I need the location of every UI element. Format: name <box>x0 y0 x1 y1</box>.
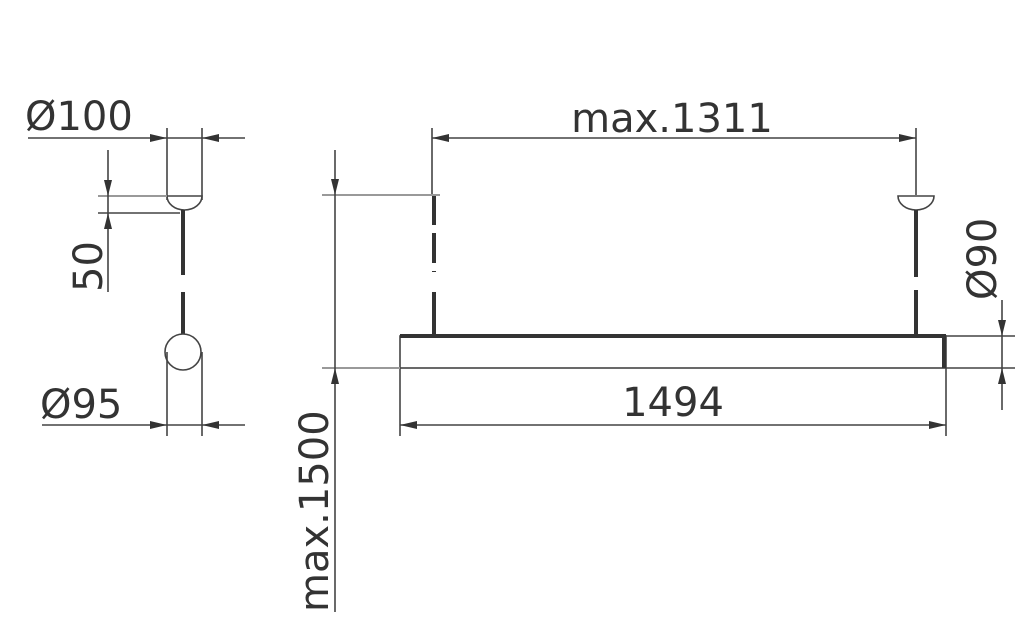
ball-diameter-label: Ø95 <box>40 382 122 428</box>
arrow <box>899 134 916 142</box>
canopy-right <box>897 195 935 211</box>
arrow <box>104 180 112 196</box>
side-view: Ø100 50 Ø95 <box>25 94 245 436</box>
arrow <box>929 421 946 429</box>
arrow <box>998 368 1006 384</box>
length-label: 1494 <box>622 380 724 426</box>
ball <box>164 333 202 371</box>
arrow <box>331 368 339 384</box>
canopy <box>166 195 203 211</box>
cable-spacing-label: max.1311 <box>571 96 773 142</box>
arrow <box>104 213 112 229</box>
suspension-height-label: max.1500 <box>292 410 338 612</box>
front-view: max.1311 1494 max.1500 Ø90 <box>292 96 1015 612</box>
canopy-height-label: 50 <box>66 241 112 292</box>
canopy-diameter-label: Ø100 <box>25 94 133 140</box>
arrow <box>400 421 417 429</box>
arrow <box>150 134 167 142</box>
arrow <box>331 179 339 195</box>
arrow <box>202 421 219 429</box>
arrow <box>998 320 1006 336</box>
arrow <box>150 421 167 429</box>
arrow <box>432 134 449 142</box>
profile-diameter-label: Ø90 <box>960 218 1006 300</box>
arrow <box>202 134 219 142</box>
luminaire-body <box>399 335 947 369</box>
